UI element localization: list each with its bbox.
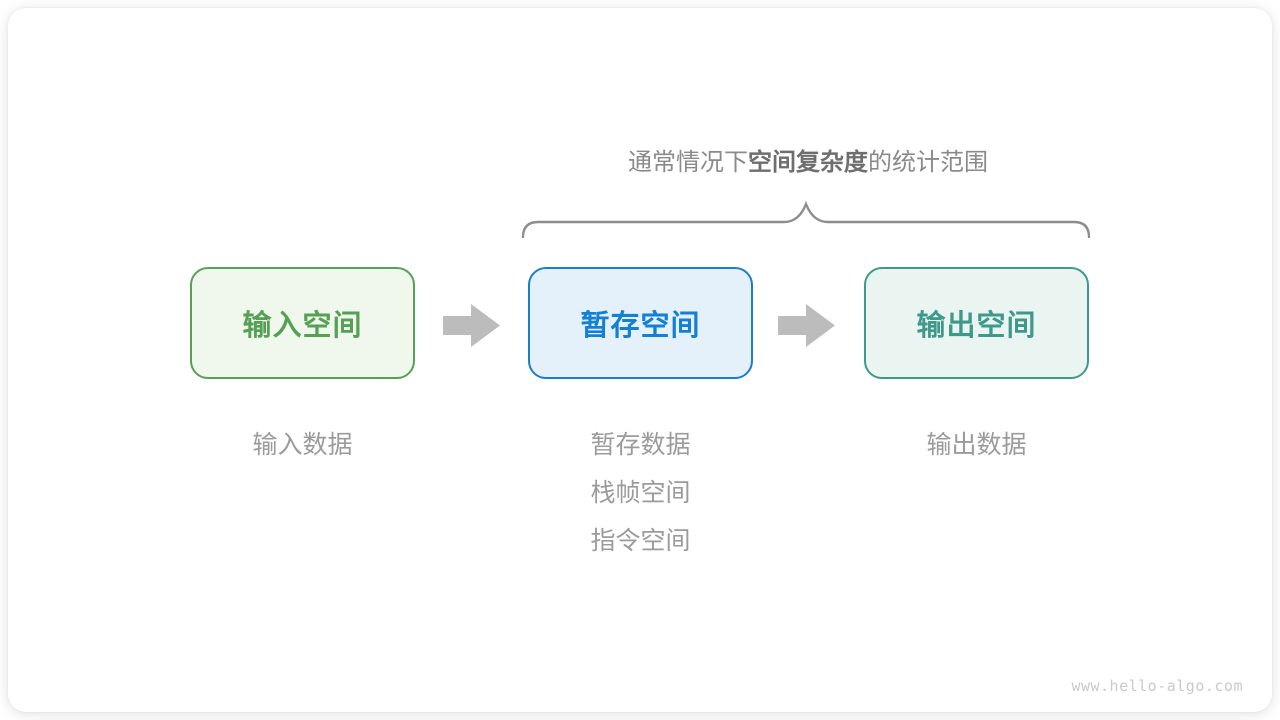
temporary-space-label: 暂存空间 [580,310,701,342]
output-space-note: 输出数据 [926,431,1027,459]
title-highlight: 空间复杂度 [748,149,868,176]
right-arrow-icon [443,304,500,347]
diagram-title: 通常情况下空间复杂度的统计范围 [520,146,1096,180]
title-suffix: 的统计范围 [868,149,988,176]
curly-brace-icon [521,200,1091,239]
temporary-space-note: 栈帧空间 [590,479,691,507]
input-space-note: 输入数据 [252,431,353,459]
watermark: www.hello-algo.com [1071,677,1243,695]
input-space-label: 输入空间 [242,310,363,342]
diagram-card: 通常情况下空间复杂度的统计范围 输入空间 暂存空间 输出空间 输入数据 暂存数据… [8,8,1272,712]
temporary-space-note: 暂存数据 [590,431,691,459]
temporary-space-box: 暂存空间 [528,267,753,379]
input-space-box: 输入空间 [190,267,415,379]
right-arrow-icon [778,304,835,347]
output-space-label: 输出空间 [916,310,1037,342]
title-prefix: 通常情况下 [628,149,748,176]
output-space-box: 输出空间 [864,267,1089,379]
temporary-space-note: 指令空间 [590,527,691,555]
